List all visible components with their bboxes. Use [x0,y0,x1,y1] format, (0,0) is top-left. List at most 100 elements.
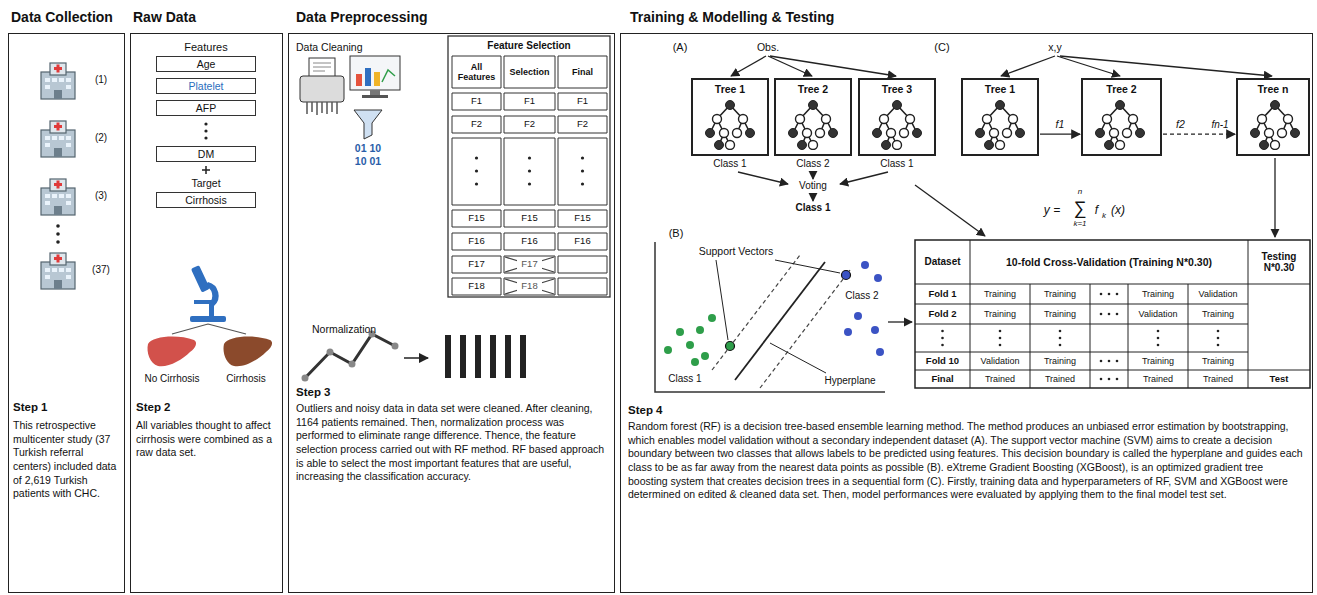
table-cell: Fold 2 [916,305,969,323]
table-cell: F17 [452,256,501,273]
panel: Raw DataStep 2All variables thought to a… [130,6,283,593]
feature-name: Platelet [157,79,255,93]
step-title: Step 4 [628,404,1028,416]
panel-frame [130,33,283,593]
table-cell: F2 [504,116,555,133]
tree-graphs [706,101,1300,150]
formula-text: f [1092,203,1101,219]
table-cell: F1 [504,93,555,110]
step-text: This retrospective multicenter study (37… [13,419,120,501]
callout-number: (37) [84,263,118,277]
feature-name: AFP [157,101,255,115]
step-text: Random forest (RF) is a decision tree-ba… [628,420,1304,502]
binary-text: 10 01 [343,155,393,168]
step-title: Step 3 [296,386,596,398]
table-cell: Training [1129,285,1187,303]
table-header: Dataset [916,241,969,283]
step-title: Step 1 [13,401,120,413]
tree-name: Tree n [1238,82,1308,96]
edge-connector [1040,133,1080,134]
table-cell: F18 [517,281,542,292]
table-cell: Training [1189,353,1247,369]
feature-name: DM [157,147,255,161]
panel-heading: Raw Data [133,9,283,27]
class-label: Class 1 [783,202,843,214]
tree-name: Tree 1 [693,82,767,96]
tree-name: Tree 3 [860,82,934,96]
class-label: Cirrhosis [214,372,278,386]
target-label: Target [160,177,252,190]
binary-text: 01 10 [343,142,393,155]
tree-box: Tree 3 [858,78,936,156]
section-label: Normalization [312,322,402,336]
table-cell: Final [916,371,969,387]
table-header: Final [558,56,607,88]
table-cell: F2 [452,116,501,133]
callout-number: (2) [84,131,118,145]
callout-label: Hyperplane [818,374,882,388]
class-label: No Cirrhosis [131,372,213,386]
class-label: Class 1 [663,372,707,386]
panel: Training & Modelling & TestingStep 4 Rand… [620,6,1313,593]
tree-name: Tree 2 [776,82,850,96]
table-cell: F2 [558,116,607,133]
table-header: 10-fold Cross-Validation (Training N*0.3… [1000,241,1218,283]
callout-number: (1) [84,73,118,87]
panel-frame [288,33,615,593]
panel: Data CollectionStep 1This retrospective … [8,6,125,593]
normalization-figure [302,331,527,382]
tree-box: Tree 1 [961,78,1039,156]
table-title: Feature Selection [448,38,610,53]
liver-icon [223,337,272,367]
step-text: All variables thought to affect cirrhosi… [136,419,277,460]
panel-letter: (C) [928,40,956,54]
tree-box: Tree n [1236,78,1310,156]
class-label: Class 2 [840,290,884,302]
table-header: Testing N*0.30 [1249,241,1309,283]
table-cell: Trained [1031,371,1089,387]
table-cell: Training [971,285,1029,303]
table-cell: F1 [452,93,501,110]
formula-text: k=1 [1065,219,1095,229]
liver-icon [147,337,196,367]
vote-label: Voting [788,180,838,192]
tree-box: Tree 1 [691,78,769,156]
table-cell: Trained [1129,371,1187,387]
feature-box: DM [156,146,256,162]
table-cell: Training [1031,305,1089,323]
table-cell: Training [1129,353,1187,369]
table-header: All Features [452,56,501,88]
feature-box: Platelet [156,78,256,94]
formula-text: n [1073,187,1087,197]
table-cell: Test [1249,371,1309,387]
class-label: Class 1 [862,158,932,170]
target-name: Cirrhosis [157,193,255,207]
table-cell: F16 [504,233,555,250]
table-header: Selection [504,56,555,88]
class-label: Class 1 [695,158,765,170]
formula-text: y = [1036,203,1068,219]
panel-frame [8,33,125,593]
table-cell: Fold 10 [916,353,969,369]
edge-label: f1 [1055,118,1066,131]
formula-text: (x) [1107,203,1129,219]
tree-box: Tree 2 [1081,78,1162,156]
hospital-icons [41,63,75,289]
panel-heading: Training & Modelling & Testing [630,9,1030,27]
section-label: Data Cleaning [296,40,386,54]
table-cell: Training [1031,353,1089,369]
raw-data-symbols [147,122,272,366]
step-text: Outliers and noisy data in data set were… [296,402,608,484]
table-cell: F16 [452,233,501,250]
table-cell: Training [1031,285,1089,303]
table-cell: F15 [504,210,555,227]
tree-name: Tree 1 [963,82,1037,96]
table-cell: F15 [558,210,607,227]
callout-label: Support Vectors [686,244,786,258]
formula-text: k [1100,211,1108,221]
table-cell: Trained [971,371,1029,387]
table-cell: F16 [558,233,607,250]
input-label: Obs. [748,40,788,54]
